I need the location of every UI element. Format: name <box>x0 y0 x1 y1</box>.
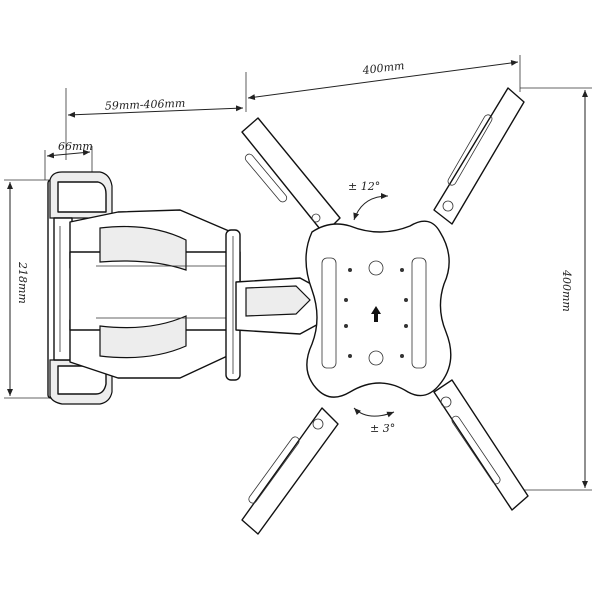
dimension-wall-plate-height: 218mm <box>4 179 55 399</box>
tilt-annotation: ± 12° <box>348 180 389 221</box>
vesa-arm-top-right <box>433 87 525 225</box>
rotation-label: ± 3° <box>370 422 395 435</box>
dimension-height-right: 400mm <box>520 87 592 491</box>
tilt-arc-icon <box>353 193 389 221</box>
wall-plate <box>47 171 113 405</box>
vesa-arm-bottom-right <box>433 379 529 511</box>
dimension-label-extension: 59mm-406mm <box>105 97 186 113</box>
vesa-arm-bottom-left <box>241 407 339 535</box>
dimension-label-width-top: 400mm <box>361 59 405 77</box>
vesa-plate <box>305 220 452 398</box>
secondary-arm <box>235 277 323 335</box>
dimension-width-top: 400mm <box>245 55 521 112</box>
dimension-extension: 59mm-406mm <box>65 88 244 160</box>
tilt-label: ± 12° <box>348 180 380 193</box>
up-arrow-icon <box>371 306 381 322</box>
vesa-arm-top-left <box>241 117 341 235</box>
dimension-label-wall-plate-height: 218mm <box>16 261 29 304</box>
primary-arm <box>69 209 241 379</box>
rotation-arc-icon <box>353 407 395 418</box>
dimension-label-height-right: 400mm <box>560 269 573 312</box>
rotation-annotation: ± 3° <box>353 407 395 435</box>
dimension-label-wall-plate-depth: 66mm <box>58 140 93 153</box>
